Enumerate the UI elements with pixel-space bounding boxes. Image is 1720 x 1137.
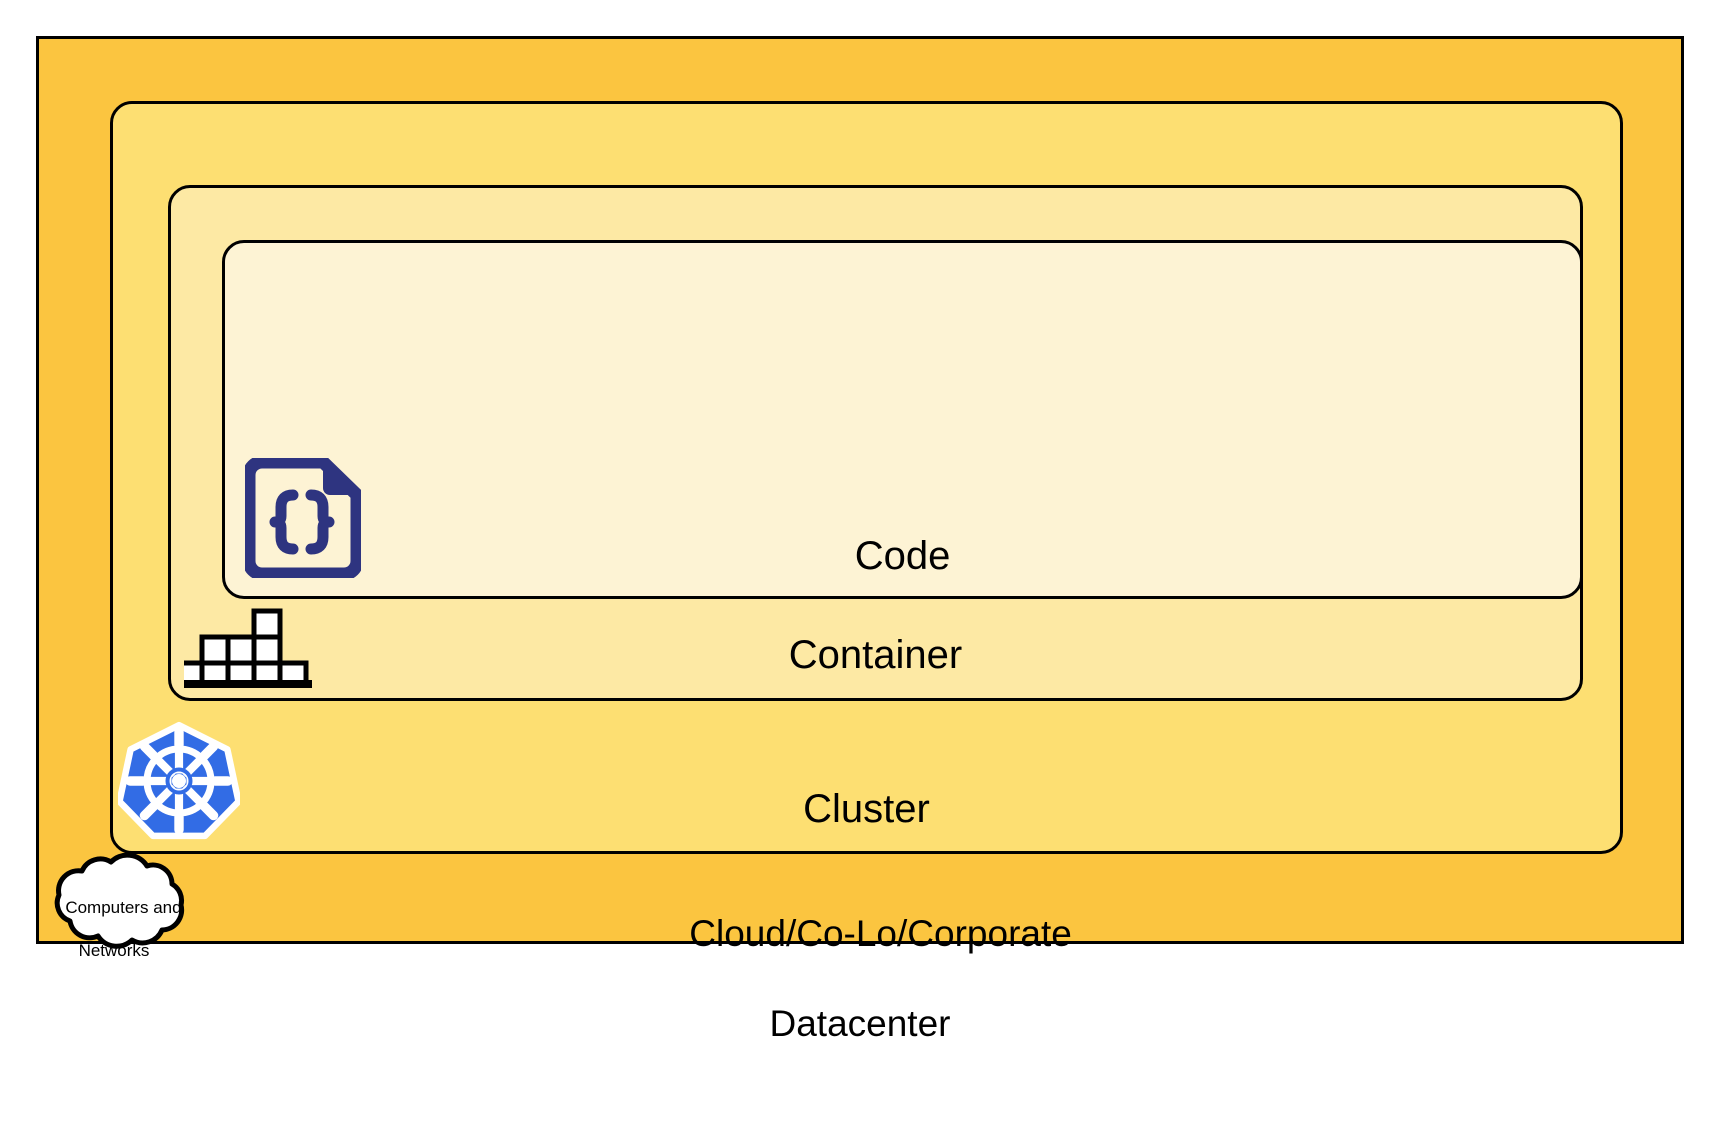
layer-label-cluster: Cluster bbox=[803, 787, 930, 831]
layer-label-code: Code bbox=[854, 534, 951, 578]
layer-label-container: Container bbox=[788, 633, 963, 677]
layer-code bbox=[222, 240, 1583, 599]
diagram-canvas: Code Container Cluster Cloud/Co-Lo/Corpo… bbox=[36, 36, 1684, 1045]
cloud-shape bbox=[36, 849, 192, 953]
layer-label-datacenter: Cloud/Co-Lo/Corporate Datacenter bbox=[36, 866, 1684, 1137]
code-file-icon bbox=[242, 455, 364, 581]
layer-label-datacenter-line1: Cloud/Co-Lo/Corporate bbox=[689, 913, 1072, 955]
container-stack-icon bbox=[173, 608, 312, 692]
layer-label-datacenter-line2: Datacenter bbox=[769, 1003, 951, 1045]
kubernetes-icon bbox=[116, 718, 242, 844]
